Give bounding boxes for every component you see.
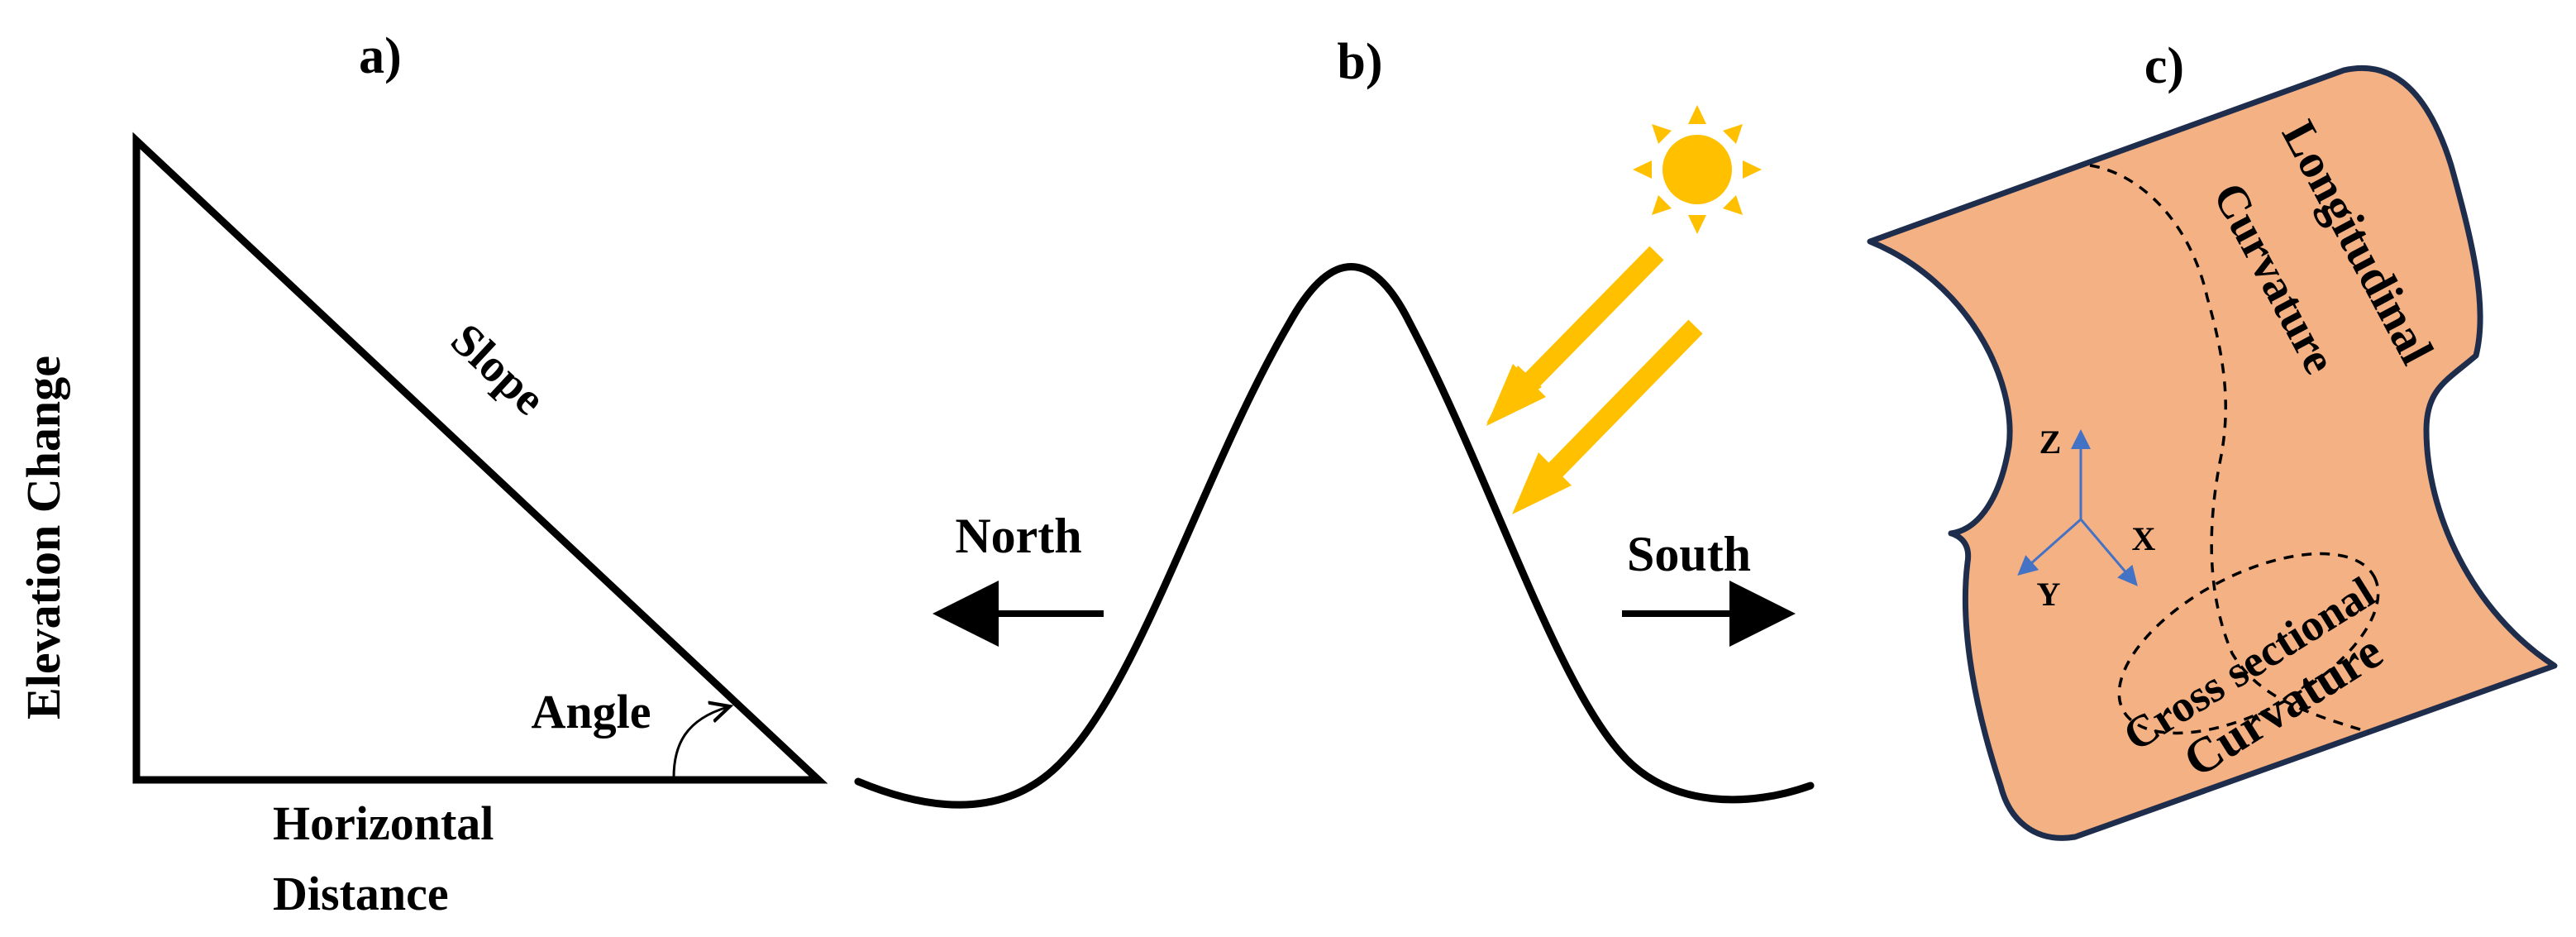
horizontal-distance-line2: Distance: [273, 867, 449, 920]
curved-surface: [1867, 65, 2558, 841]
longitudinal-curve: [2089, 164, 2369, 734]
elevation-change-label: Elevation Change: [17, 356, 70, 719]
sun-ray-arrows: [1486, 246, 1703, 514]
panel-b: b) North South: [854, 34, 1815, 809]
sun-ray-arrow-lower: [1543, 319, 1703, 482]
slope-triangle: [132, 131, 828, 784]
sun-ray-arrowhead-lower: [1512, 452, 1572, 514]
axis-z-label: Z: [2039, 423, 2062, 461]
axis-y-label: Y: [2037, 576, 2061, 613]
panel-a: a) Slope Angle Elevation Change Horizont…: [17, 28, 828, 920]
south-label: South: [1627, 527, 1751, 581]
panel-c: c) Longitudinal Curvature Cross sectiona…: [1867, 38, 2558, 841]
axis-y-line: [2017, 518, 2082, 576]
axis-x-line: [2079, 519, 2138, 586]
axes-icon: Z X Y: [2017, 423, 2156, 613]
panel-c-label: c): [2144, 38, 2184, 94]
sun-ray-arrowhead-upper: [1486, 364, 1546, 426]
angle-arc: [672, 707, 727, 778]
hill-profile: [854, 263, 1815, 809]
angle-label: Angle: [532, 685, 651, 739]
cross-sectional-curve: [2117, 552, 2380, 735]
panel-a-label: a): [359, 28, 402, 84]
north-label: North: [955, 509, 1081, 563]
panel-b-label: b): [1337, 34, 1382, 90]
horizontal-distance-line1: Horizontal: [273, 796, 494, 850]
sun-ray-arrow-upper: [1518, 246, 1664, 394]
slope-label: Slope: [441, 314, 555, 425]
axis-x-label: X: [2132, 520, 2156, 557]
sun-icon: [1633, 105, 1762, 234]
